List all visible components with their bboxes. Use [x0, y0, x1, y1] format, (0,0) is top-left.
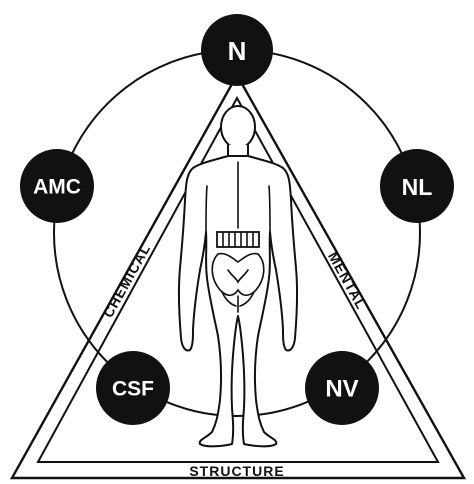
lumbar-segments — [222, 232, 254, 247]
node-n: N — [201, 14, 273, 86]
node-nv: NV — [305, 351, 379, 425]
triangle-inner — [36, 95, 440, 463]
svg-text:CSF: CSF — [112, 378, 154, 401]
lumbar-spine — [216, 231, 260, 248]
side-label-structure: STRUCTURE — [189, 463, 284, 479]
side-label-left-group: CHEMICAL — [100, 241, 154, 320]
node-nl: NL — [380, 149, 454, 223]
triangle — [9, 72, 467, 480]
pelvis — [211, 252, 265, 297]
node-amc: AMC — [20, 149, 94, 223]
node-csf: CSF — [96, 351, 170, 425]
svg-text:NV: NV — [325, 376, 358, 403]
triangle-outer — [9, 72, 467, 480]
figure-armpit-right — [268, 185, 271, 233]
side-label-mental: MENTAL — [325, 249, 370, 312]
side-label-chemical: CHEMICAL — [100, 241, 154, 320]
svg-text:N: N — [228, 36, 247, 66]
svg-text:AMC: AMC — [33, 176, 81, 199]
side-label-right-group: MENTAL — [325, 249, 370, 312]
figure-head — [220, 105, 256, 149]
pelvis-detail — [221, 269, 255, 307]
figure-armpit-left — [205, 185, 208, 233]
human-figure — [177, 105, 299, 448]
svg-text:NL: NL — [402, 174, 433, 200]
